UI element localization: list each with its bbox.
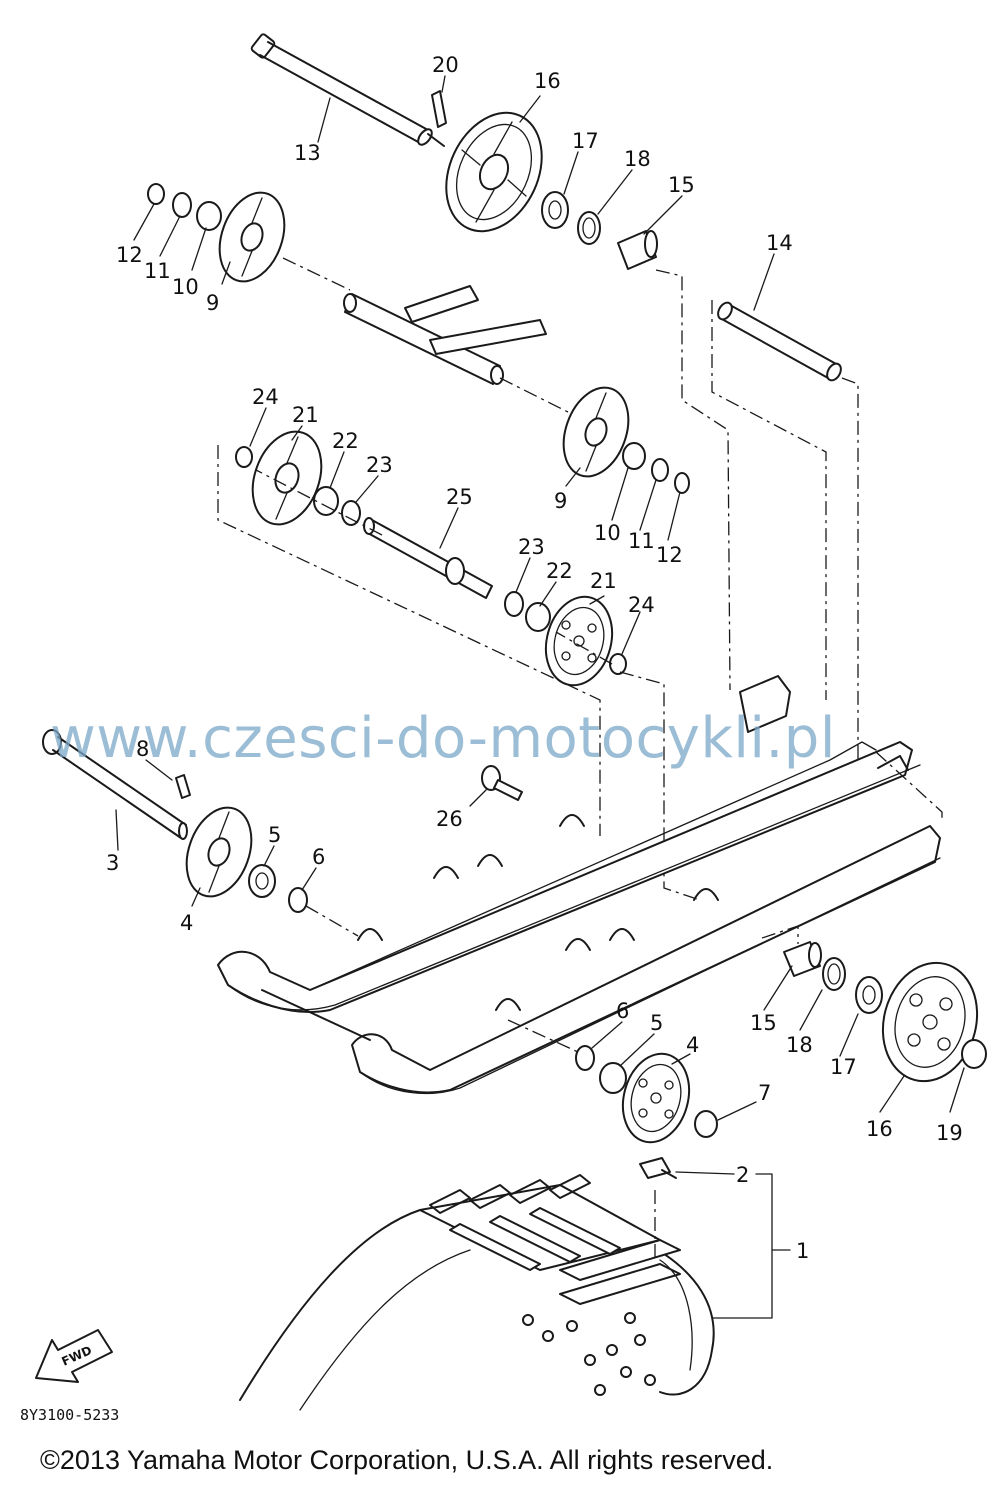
circlip-23-mid-right [504, 591, 524, 617]
callout-18-upper: 18 [624, 147, 651, 171]
callout-4-left: 4 [180, 911, 193, 935]
callout-17-upper: 17 [572, 129, 599, 153]
bearing-10-upper-left [196, 201, 222, 231]
nut-24-mid-right [609, 653, 627, 675]
wheel-4-right [621, 1052, 691, 1144]
rear-wheel-16 [445, 111, 543, 233]
wheel-21-mid-left [251, 430, 323, 526]
callout-11-upper-left: 11 [144, 259, 171, 283]
axle-25 [363, 517, 493, 599]
callout-11-mid-right: 11 [628, 529, 655, 553]
callout-7: 7 [758, 1081, 771, 1105]
callout-5-right: 5 [650, 1011, 663, 1035]
bearing-17-upper [541, 191, 569, 229]
circlip-23-mid-left [341, 500, 361, 526]
callout-15-lower: 15 [750, 1011, 777, 1035]
bearing-5-right [599, 1062, 627, 1094]
callout-22-left: 22 [332, 429, 359, 453]
bearing-10-mid-right [622, 442, 646, 470]
spacer-tube-14 [717, 301, 842, 382]
bearing-5-left [248, 864, 276, 898]
axle-bolt-3 [42, 729, 188, 840]
callout-12-mid-right: 12 [656, 543, 683, 567]
centerline-rear-lower [761, 925, 799, 944]
idler-wheel-9-mid-right [562, 386, 630, 478]
callout-14: 14 [766, 231, 793, 255]
rear-wheel-16-lower [881, 961, 979, 1083]
nut-12-mid-right [674, 472, 690, 494]
rear-arm [343, 285, 547, 385]
callout-6-left: 6 [312, 845, 325, 869]
callout-1: 1 [796, 1239, 809, 1263]
pin-8 [175, 774, 191, 799]
centerlines-upper [217, 257, 859, 901]
bolt-26 [481, 765, 523, 801]
copyright-notice: ©2013 Yamaha Motor Corporation, U.S.A. A… [40, 1445, 774, 1475]
callout-13: 13 [294, 141, 321, 165]
shaft-13 [250, 33, 445, 147]
callout-26: 26 [436, 807, 463, 831]
callout-10-upper-left: 10 [172, 275, 199, 299]
pin-20 [431, 90, 447, 128]
track-1 [239, 1174, 715, 1411]
leader-lines [115, 75, 965, 1319]
callout-6-right: 6 [616, 999, 629, 1023]
bearing-22-mid-left [313, 486, 339, 516]
callout-16-upper: 16 [534, 69, 561, 93]
nut-24-mid-left [235, 446, 253, 468]
callout-20: 20 [432, 53, 459, 77]
callout-23-left: 23 [366, 453, 393, 477]
circlip-11-mid-right [651, 458, 669, 482]
bearing-22-mid-right [525, 602, 551, 632]
callout-25: 25 [446, 485, 473, 509]
circlip-18-upper [577, 211, 601, 245]
callout-12-upper-left: 12 [116, 243, 143, 267]
centerline-rail-rear [875, 751, 943, 822]
centerline-front-right [507, 1019, 579, 1053]
callout-15-upper: 15 [668, 173, 695, 197]
circlip-11-upper-left [172, 192, 192, 218]
callout-16-lower: 16 [866, 1117, 893, 1141]
callout-24-left: 24 [252, 385, 279, 409]
callout-9-upper-left: 9 [206, 291, 219, 315]
nut-19 [961, 1039, 987, 1069]
callout-24-right: 24 [628, 593, 655, 617]
circlip-6-right [575, 1045, 595, 1071]
callout-9-mid-right: 9 [554, 489, 567, 513]
callout-3: 3 [106, 851, 119, 875]
callout-21-right: 21 [590, 569, 617, 593]
callout-18-lower: 18 [786, 1033, 813, 1057]
callout-10-mid-right: 10 [594, 521, 621, 545]
callout-5-left: 5 [268, 823, 281, 847]
circlip-18-lower [822, 957, 846, 991]
callout-17-lower: 17 [830, 1055, 857, 1079]
callout-19: 19 [936, 1121, 963, 1145]
fwd-arrow-icon: FWD [35, 1329, 113, 1383]
collar-15-upper [617, 230, 658, 270]
callout-4-right: 4 [686, 1033, 699, 1057]
wheel-21-mid-right [544, 595, 614, 687]
idler-wheel-9-upper-left [218, 191, 286, 283]
callout-8: 8 [136, 737, 149, 761]
slide-rail [217, 675, 941, 1095]
bearing-17-lower [855, 976, 883, 1014]
circlip-6-left [288, 887, 308, 913]
callout-23-right: 23 [518, 535, 545, 559]
document-code: 8Y3100-5233 [20, 1406, 120, 1424]
callout-2: 2 [736, 1163, 749, 1187]
centerline-front-left [305, 905, 359, 937]
watermark: www.czesci-do-motocykli.pl [50, 706, 836, 771]
track-clip-2 [639, 1157, 677, 1179]
callout-22-right: 22 [546, 559, 573, 583]
wheel-4-left [185, 806, 253, 898]
nut-12-upper-left [147, 183, 165, 205]
callout-21-left: 21 [292, 403, 319, 427]
nut-7 [694, 1110, 718, 1138]
callouts: 20 16 13 17 18 15 14 12 11 10 9 24 21 22… [106, 53, 963, 1263]
